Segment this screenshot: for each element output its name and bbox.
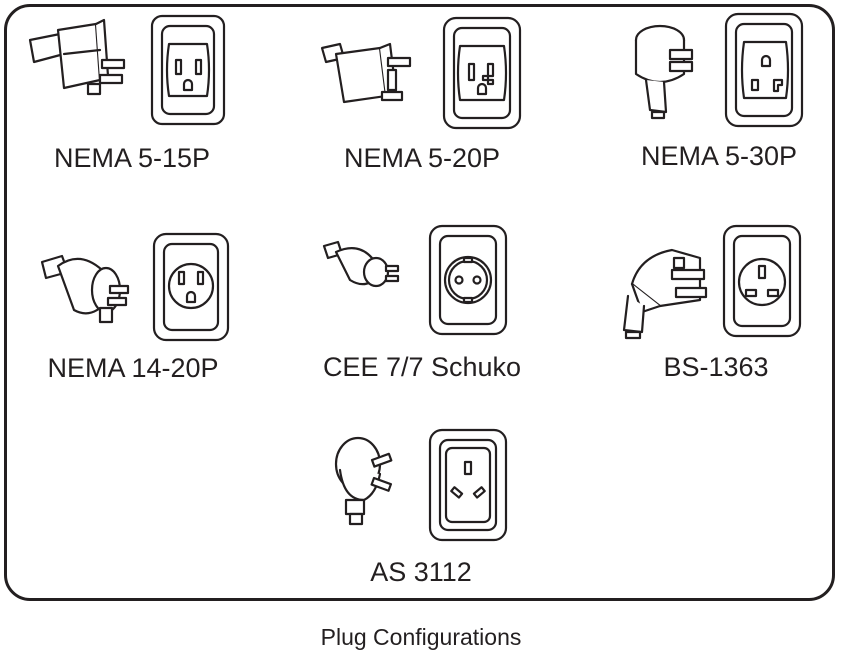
nema-5-30r-socket-icon (724, 12, 804, 128)
nema-14-20r-socket-icon (152, 232, 230, 342)
label-bs-1363: BS-1363 (663, 352, 769, 382)
nema-5-15r-socket-icon (150, 14, 226, 126)
bs-1363-socket-icon (722, 224, 802, 338)
nema-5-20r-socket-icon (442, 16, 522, 130)
as-3112-socket-icon (428, 428, 508, 542)
nema-5-15p-plug-icon (28, 18, 126, 96)
diagram-frame (4, 4, 835, 601)
label-as-3112: AS 3112 (370, 557, 472, 587)
label-nema-5-30p: NEMA 5-30P (640, 141, 798, 171)
label-nema-5-20p: NEMA 5-20P (343, 143, 501, 173)
schuko-socket-icon (428, 224, 508, 336)
label-cee-7-7-schuko: CEE 7/7 Schuko (322, 352, 522, 382)
schuko-plug-icon (322, 240, 400, 288)
as-3112-plug-icon (334, 436, 393, 526)
nema-5-20p-plug-icon (320, 42, 412, 104)
nema-14-20p-plug-icon (40, 254, 130, 324)
bs-1363-plug-icon (622, 248, 708, 340)
figure-caption: Plug Configurations (320, 624, 522, 650)
label-nema-5-15p: NEMA 5-15P (53, 143, 211, 173)
nema-5-30p-plug-icon (634, 24, 694, 120)
label-nema-14-20p: NEMA 14-20P (47, 353, 219, 383)
